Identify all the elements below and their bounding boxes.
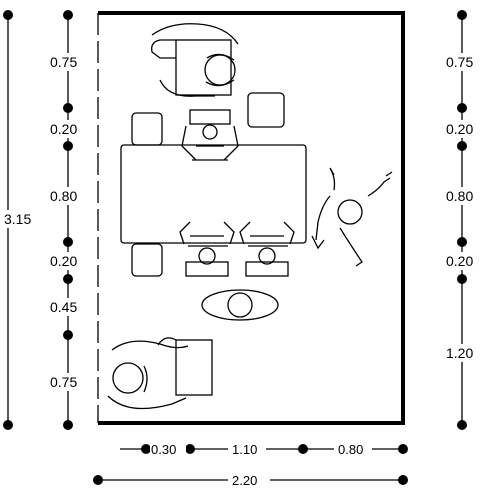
label-bg bbox=[48, 252, 88, 270]
person-arms bbox=[179, 221, 235, 245]
right-tick-dot bbox=[457, 141, 467, 151]
label-bg bbox=[442, 344, 484, 362]
left-segment-label: 0.75 bbox=[50, 54, 77, 70]
bottom-total-left-dot bbox=[93, 475, 103, 485]
bottom-tick-dot bbox=[398, 444, 408, 454]
person-body bbox=[188, 235, 228, 247]
person-body bbox=[192, 145, 228, 161]
right-tick-dot bbox=[457, 103, 467, 113]
person-head bbox=[337, 199, 363, 225]
armchair-seat bbox=[175, 339, 213, 396]
bottom-tick-dot bbox=[185, 444, 195, 454]
left-tick-dot bbox=[63, 237, 73, 247]
label-bg bbox=[442, 187, 484, 205]
chair-back bbox=[185, 261, 229, 277]
left-total-label-bg bbox=[0, 210, 32, 228]
bottom-segment-label: 0.80 bbox=[338, 442, 363, 457]
left-segment-label: 0.20 bbox=[50, 121, 77, 137]
bottom-segment-label: 1.10 bbox=[232, 442, 257, 457]
left-tick-dot bbox=[63, 274, 73, 284]
chair bbox=[131, 243, 163, 277]
dining-table bbox=[120, 144, 307, 244]
label-bg bbox=[150, 441, 186, 457]
left-segment-label: 0.80 bbox=[50, 188, 77, 204]
oval-inner bbox=[227, 292, 253, 318]
left-tick-dot bbox=[63, 330, 73, 340]
bottom-total-label: 2.20 bbox=[232, 473, 257, 488]
person-hands bbox=[311, 171, 393, 250]
room-walls bbox=[98, 11, 405, 425]
person-shoulders bbox=[205, 53, 235, 87]
label-bg bbox=[442, 120, 484, 138]
chair bbox=[131, 112, 163, 146]
dining-table-group bbox=[120, 92, 307, 277]
label-bg bbox=[48, 120, 88, 138]
chair-back bbox=[245, 261, 289, 277]
oval-outer bbox=[201, 289, 279, 321]
bottom-segment-label: 0.30 bbox=[151, 442, 176, 457]
right-dimension-chain: 0.75 0.20 0.80 0.20 1.20 bbox=[442, 10, 484, 430]
person-arms bbox=[181, 125, 239, 161]
seated-person-bottom-left bbox=[179, 221, 235, 277]
right-segment-label: 0.75 bbox=[446, 54, 473, 70]
bottom-armchair-with-person bbox=[107, 337, 213, 410]
person-arms bbox=[315, 177, 391, 241]
right-tick-dot bbox=[457, 274, 467, 284]
armchair-seat bbox=[175, 39, 232, 96]
left-tick-dot bbox=[63, 10, 73, 20]
armchair-arm bbox=[151, 39, 176, 59]
right-segment-label: 0.20 bbox=[446, 253, 473, 269]
person-body bbox=[329, 167, 363, 267]
label-bg bbox=[48, 53, 88, 71]
label-bg bbox=[48, 373, 88, 391]
left-segment-label: 0.20 bbox=[50, 253, 77, 269]
label-bg bbox=[228, 441, 266, 457]
left-segment-label: 0.45 bbox=[50, 299, 77, 315]
right-segment-label: 0.20 bbox=[446, 121, 473, 137]
seated-person-top bbox=[181, 109, 239, 161]
label-bg bbox=[334, 441, 372, 457]
person-head bbox=[202, 124, 218, 140]
label-bg bbox=[228, 472, 270, 488]
left-dimension-chain: 3.15 0.75 0.20 0.80 0.20 0.45 0.75 bbox=[0, 10, 88, 430]
person-shoulders bbox=[143, 365, 148, 393]
person-arms bbox=[239, 221, 295, 245]
person-head bbox=[258, 247, 276, 265]
left-tick-dot bbox=[63, 141, 73, 151]
oval-object bbox=[201, 289, 279, 321]
top-armchair-with-person bbox=[151, 23, 239, 97]
bottom-tick-dot bbox=[141, 444, 151, 454]
label-bg bbox=[442, 53, 484, 71]
label-bg bbox=[442, 252, 484, 270]
room-outline bbox=[97, 11, 405, 425]
label-bg bbox=[48, 187, 88, 205]
left-tick-dot bbox=[63, 103, 73, 113]
bottom-total-right-dot bbox=[398, 475, 408, 485]
seated-person-bottom-right bbox=[239, 221, 295, 277]
right-tick-dot bbox=[457, 420, 467, 430]
right-tick-dot bbox=[457, 10, 467, 20]
person-upper-arm bbox=[151, 23, 239, 45]
label-bg bbox=[48, 298, 88, 316]
left-total-label: 3.15 bbox=[4, 211, 31, 227]
person-head bbox=[112, 362, 144, 394]
person-body bbox=[248, 235, 288, 247]
left-total-bottom-dot bbox=[3, 420, 13, 430]
person-lower-arm bbox=[159, 79, 215, 97]
right-segment-label: 0.80 bbox=[446, 188, 473, 204]
standing-person bbox=[311, 167, 393, 267]
chair bbox=[247, 92, 285, 128]
chair-back bbox=[189, 109, 231, 125]
right-segment-label: 1.20 bbox=[446, 345, 473, 361]
bottom-dimension-chain: 0.30 1.10 0.80 2.20 bbox=[93, 441, 408, 488]
left-segment-label: 0.75 bbox=[50, 374, 77, 390]
person-head bbox=[198, 247, 216, 265]
bottom-tick-dot bbox=[298, 444, 308, 454]
left-tick-dot bbox=[63, 420, 73, 430]
right-tick-dot bbox=[457, 237, 467, 247]
left-total-top-dot bbox=[3, 10, 13, 20]
person-arms bbox=[107, 340, 189, 410]
